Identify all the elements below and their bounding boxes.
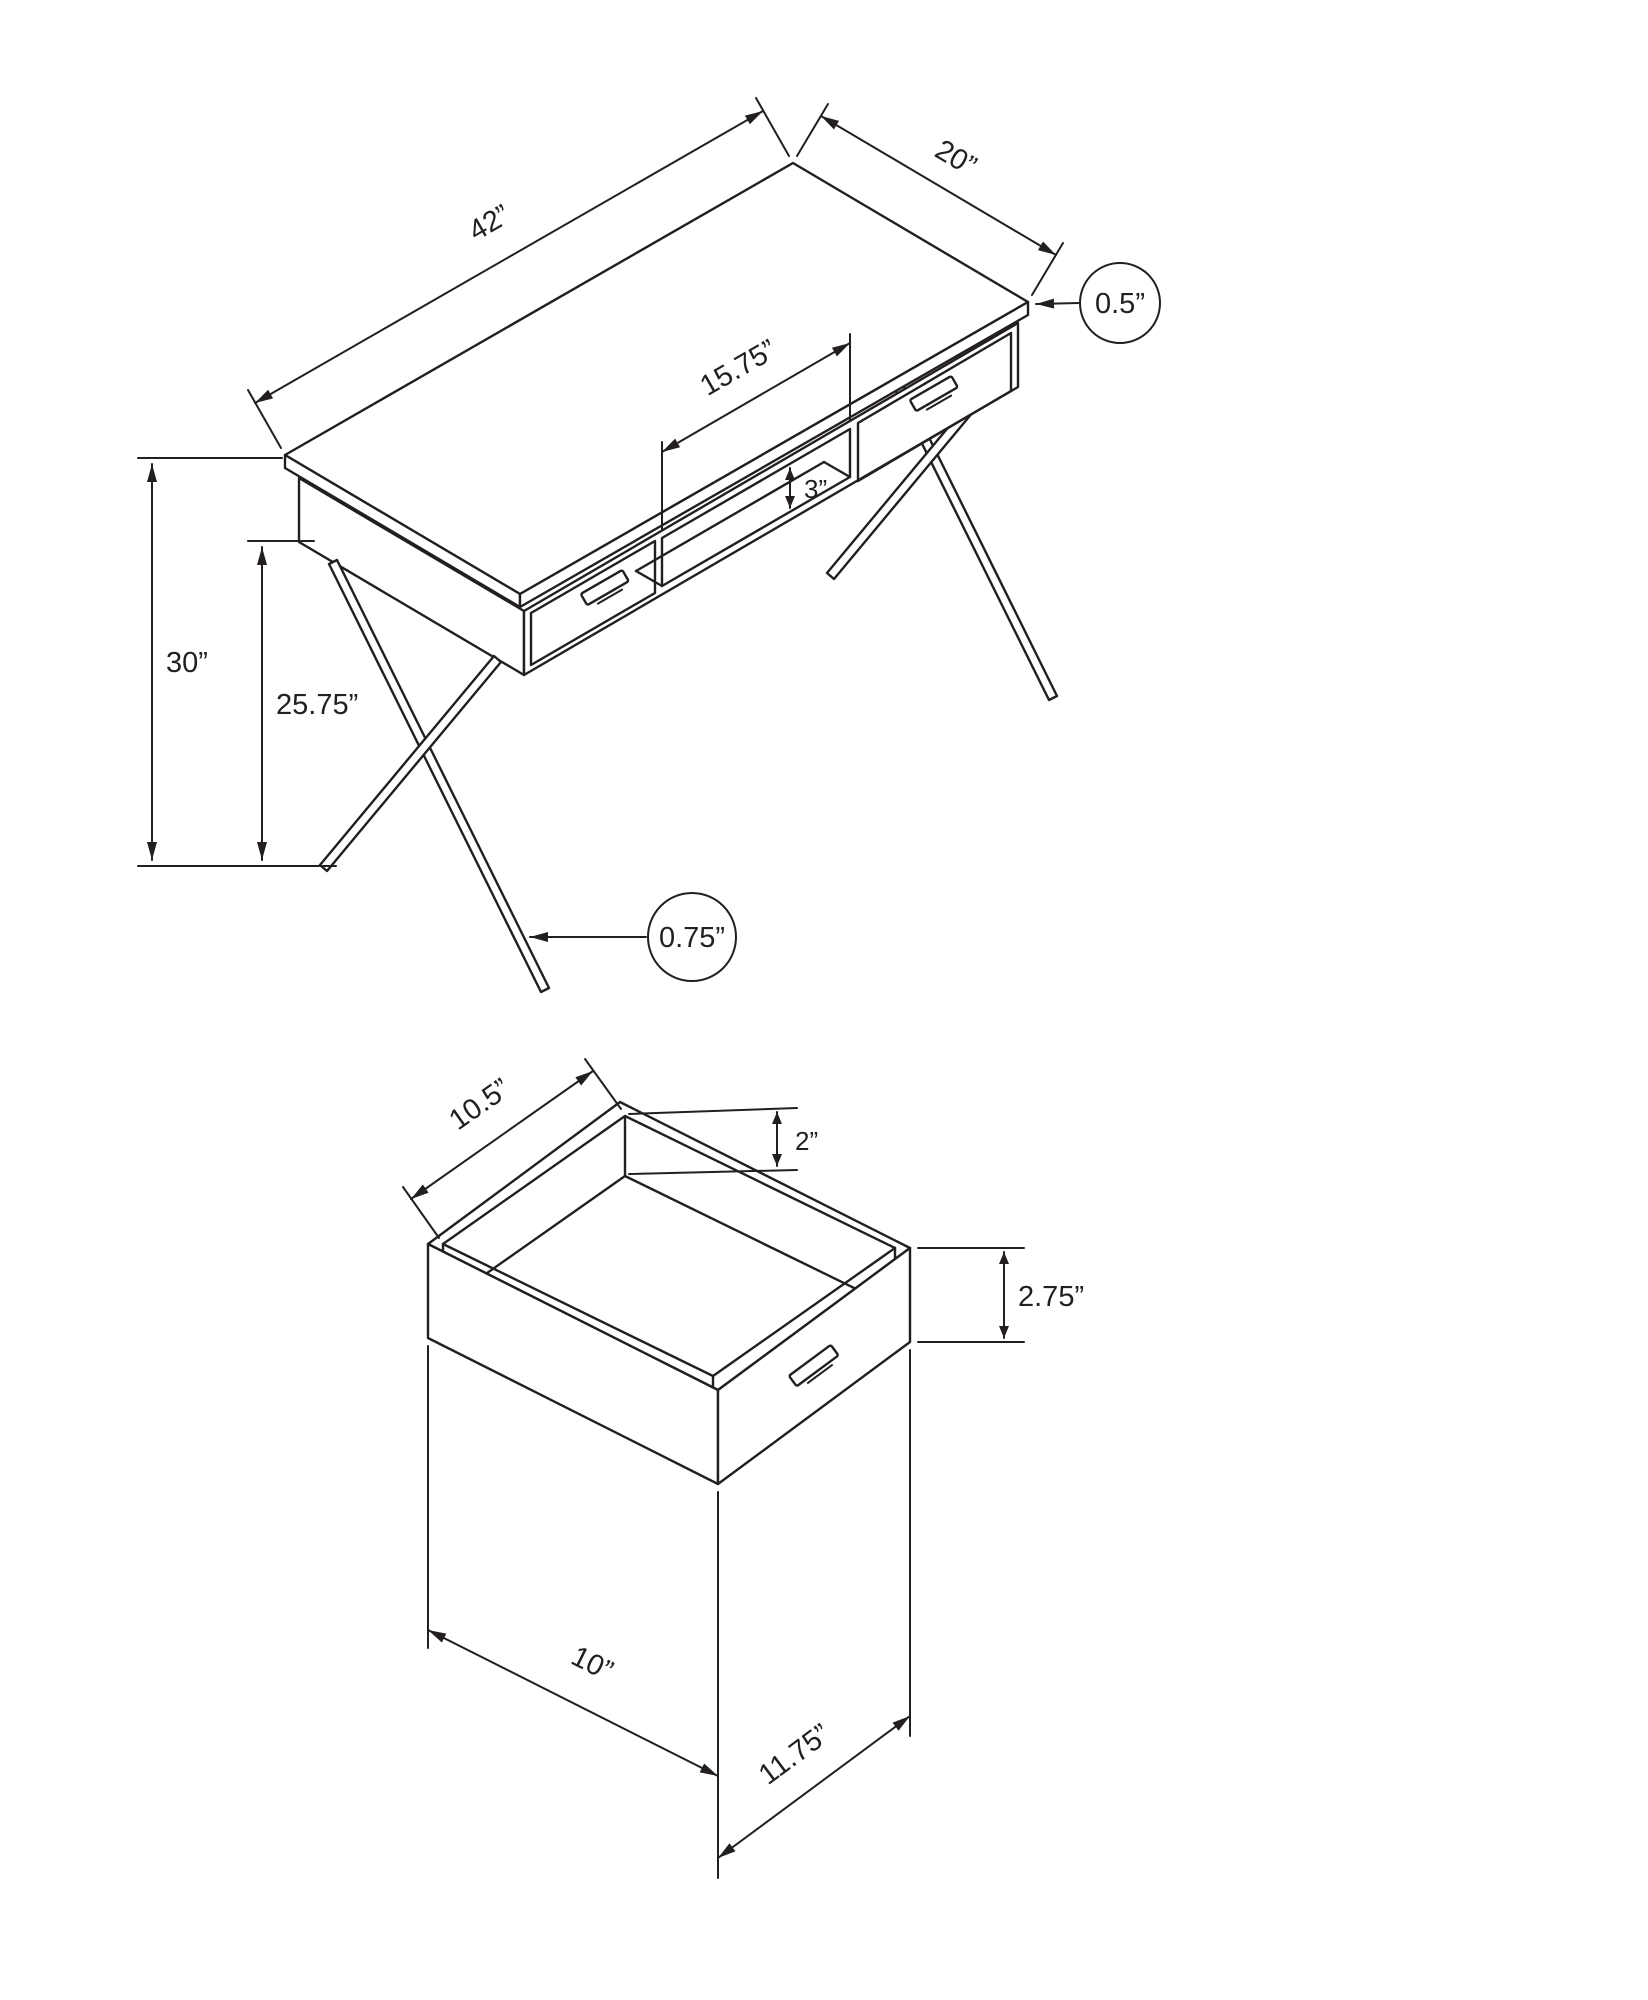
- desk-height-label: 30”: [166, 647, 208, 679]
- handle-grip: [596, 588, 624, 605]
- drawer-width-arrow: [717, 1715, 911, 1859]
- extension-line: [628, 1169, 798, 1175]
- drawer-figure: 10.5” 2” 2.75” 10”: [402, 1058, 1084, 1879]
- desk-top-thickness-callout: 0.5”: [1035, 262, 1161, 344]
- desk-body: [283, 161, 1030, 677]
- drawer-height-label: 2.75”: [1018, 1281, 1084, 1313]
- handle-plate: [580, 569, 630, 606]
- extension-line: [628, 1107, 798, 1115]
- drawer-inner-width-label: 10.5”: [444, 1073, 517, 1137]
- extension-line: [796, 103, 829, 157]
- desk-leg-diameter-callout: 0.75”: [529, 892, 737, 982]
- extension-line: [247, 389, 282, 449]
- desk-leg-diameter-label: 0.75”: [659, 922, 725, 954]
- desk-right-drawer-front: [856, 331, 1013, 483]
- handle-grip: [806, 1364, 834, 1384]
- desk-left-leg-tube-1: [327, 558, 551, 994]
- drawer-inner-depth-label: 2”: [795, 1126, 818, 1156]
- callout-circle: [647, 892, 737, 982]
- desk-left-drawer-front: [529, 539, 657, 667]
- desk-height-dimension: 30”: [137, 457, 337, 867]
- desk-depth-arrow: [820, 115, 1057, 256]
- desk-clearance-label: 25.75”: [276, 689, 358, 721]
- desk-cubby-floor-edge-left: [634, 569, 664, 588]
- drawer-inner-depth-dimension: 2”: [628, 1107, 818, 1175]
- desk-top-edge-front: [518, 300, 1030, 609]
- drawer-inner-width-arrow: [410, 1070, 594, 1200]
- extension-line: [755, 97, 790, 157]
- drawer-body: [426, 1100, 912, 1486]
- callout-arrow: [1035, 298, 1080, 309]
- desk-clearance-dimension: 25.75”: [247, 540, 358, 861]
- drawer-height-dimension: 2.75”: [917, 1247, 1084, 1343]
- desk-cubby-floor-edge-right: [822, 460, 852, 479]
- extension-line: [402, 1186, 440, 1239]
- desk-depth-label: 20”: [929, 134, 981, 183]
- handle-plate: [788, 1344, 839, 1387]
- desk-cubby-width-arrow: [661, 342, 851, 453]
- desk-top-thickness-label: 0.5”: [1095, 288, 1145, 320]
- desk-cubby-height-label: 3”: [804, 474, 827, 504]
- desk-left-leg-tube-2: [318, 654, 503, 873]
- drawer-handle: [788, 1344, 839, 1387]
- desk-figure: 42” 20” 0.5” 15.75”: [137, 97, 1161, 994]
- desk-right-drawer-handle: [909, 375, 959, 412]
- desk-cubby-height-dimension: 3”: [785, 467, 827, 509]
- desk-length-label: 42”: [463, 199, 515, 248]
- handle-plate: [909, 375, 959, 412]
- desk-length-arrow: [254, 110, 764, 404]
- desk-left-drawer-handle: [580, 569, 630, 606]
- desk-left-x-legs: [318, 558, 551, 994]
- handle-grip: [925, 394, 953, 411]
- extension-line: [1031, 242, 1064, 296]
- drawer-depth-arrow: [427, 1629, 719, 1777]
- extension-line: [584, 1058, 622, 1110]
- drawer-depth-label: 10”: [566, 1640, 618, 1687]
